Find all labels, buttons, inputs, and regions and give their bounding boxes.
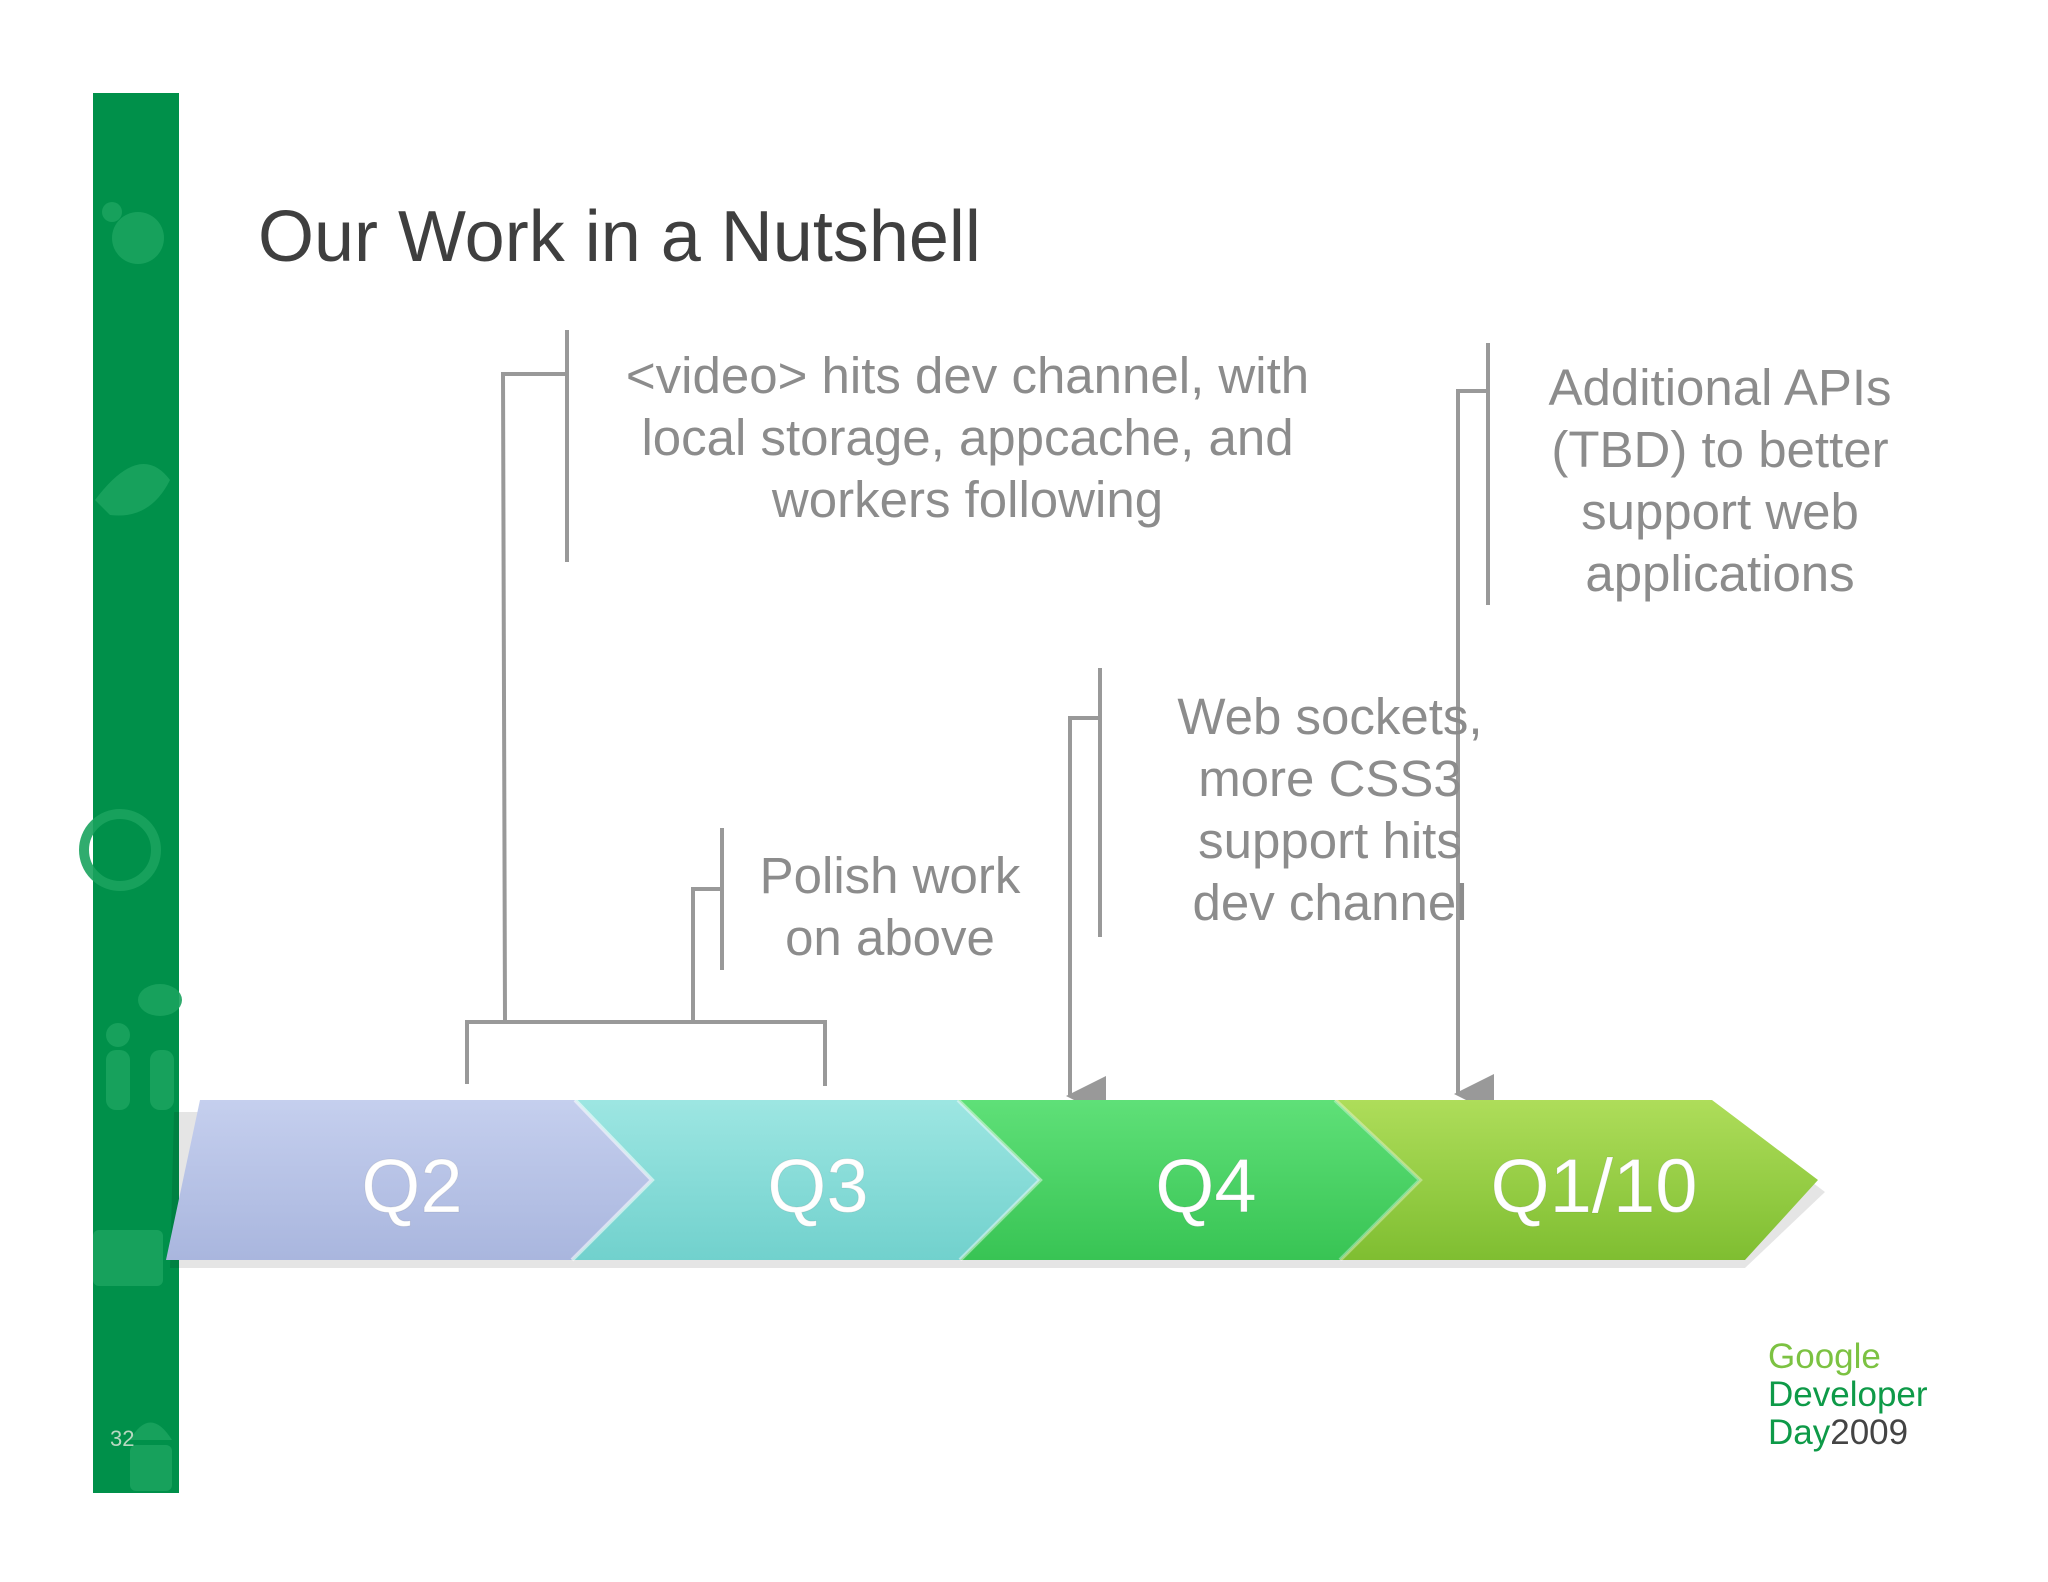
- gear-icon: [112, 212, 164, 264]
- page-number: 32: [110, 1426, 135, 1451]
- quarter-label-q3: Q3: [767, 1144, 868, 1229]
- apis-connector: [1454, 389, 1494, 1114]
- quarter-label-q1-10: Q1/10: [1490, 1144, 1697, 1229]
- note-sockets: Web sockets, more CSS3 support hits dev …: [1150, 686, 1510, 934]
- note-line: Polish work: [759, 847, 1021, 904]
- logo-day: Day: [1768, 1413, 1831, 1452]
- quarter-label-q4: Q4: [1155, 1144, 1256, 1229]
- android-icon: [130, 1422, 172, 1440]
- q2-q3-span-bracket: [465, 1020, 827, 1086]
- people-icon: [106, 1023, 130, 1047]
- note-line: local storage, appcache, and: [641, 409, 1294, 466]
- chat-icon: [138, 984, 182, 1016]
- note-line: applications: [1585, 545, 1855, 602]
- polish-connector: [691, 887, 722, 1022]
- note-line: Web sockets,: [1177, 688, 1483, 745]
- sockets-connector: [1066, 716, 1106, 1116]
- segment-q1-10: [1335, 1100, 1818, 1260]
- note-line: (TBD) to better: [1551, 421, 1889, 478]
- logo-year: 2009: [1830, 1413, 1909, 1452]
- logo-line-day: Day2009: [1768, 1414, 1928, 1452]
- note-line: on above: [785, 909, 995, 966]
- slide-title: Our Work in a Nutshell: [258, 197, 981, 277]
- note-line: <video> hits dev channel, with: [625, 347, 1310, 404]
- note-apis: Additional APIs (TBD) to better support …: [1520, 357, 1920, 605]
- logo-line-google: Google: [1768, 1337, 1881, 1376]
- briefcase-icon: [93, 1230, 163, 1286]
- sidebar-decoration: [79, 202, 182, 1491]
- segment-q2: [166, 1100, 652, 1260]
- segment-q3: [572, 1100, 1040, 1260]
- google-developer-day-logo: Google Developer Day2009: [1768, 1338, 1928, 1452]
- note-line: Additional APIs: [1548, 359, 1892, 416]
- note-polish: Polish work on above: [720, 845, 1060, 969]
- note-line: workers following: [771, 471, 1164, 528]
- timeline: Q2 Q3 Q4 Q1/10: [166, 1098, 1818, 1262]
- note-line: more CSS3: [1198, 750, 1462, 807]
- note-line: support hits: [1198, 812, 1462, 869]
- note-video: <video> hits dev channel, with local sto…: [610, 345, 1325, 531]
- chrome-icon: [79, 809, 161, 891]
- logo-line-developer: Developer: [1768, 1375, 1928, 1414]
- bird-icon: [95, 464, 170, 516]
- video-connector: [500, 372, 567, 1021]
- connectors: [465, 330, 1494, 1116]
- segment-q4: [958, 1100, 1420, 1260]
- note-line: dev channel: [1192, 874, 1468, 931]
- note-line: support web: [1581, 483, 1859, 540]
- quarter-label-q2: Q2: [361, 1144, 462, 1229]
